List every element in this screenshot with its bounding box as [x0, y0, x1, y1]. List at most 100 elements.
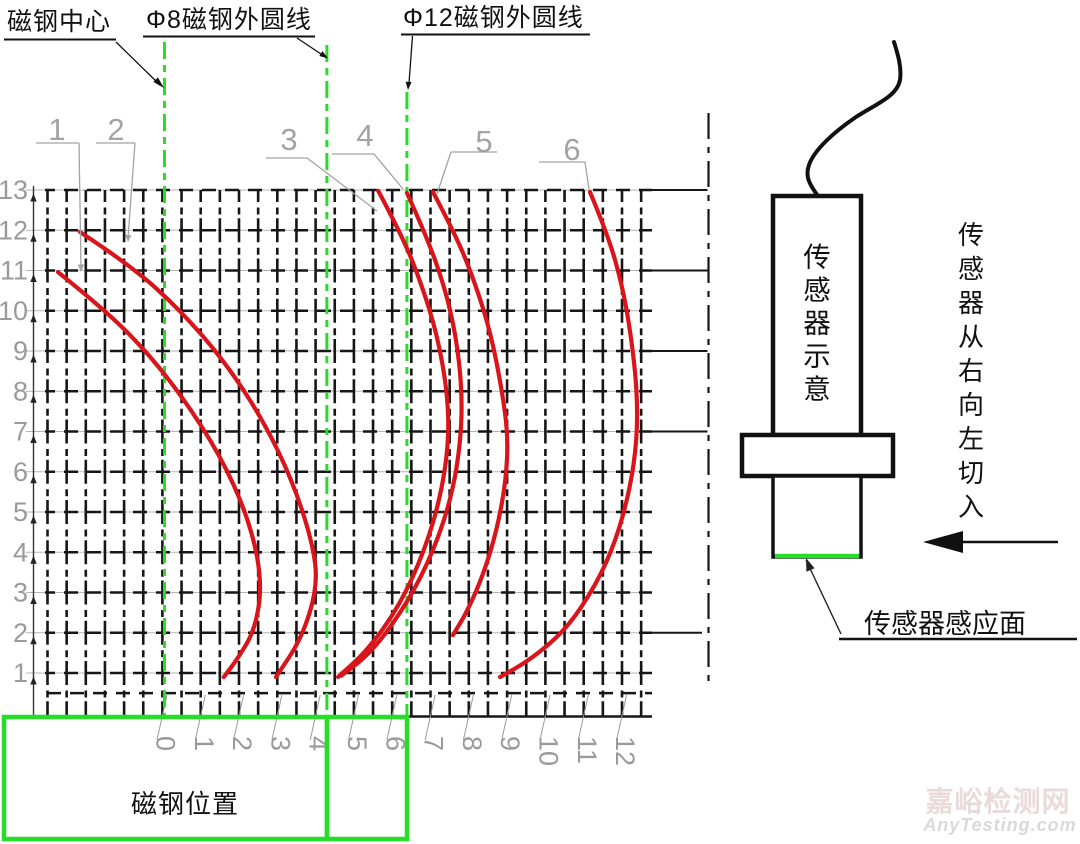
- magnet-box-small: [324, 714, 410, 842]
- up-arrow-icon: [30, 354, 37, 363]
- response-curve-3: [335, 188, 451, 680]
- vertical-char: 入: [958, 492, 984, 522]
- x-tick-label: 0: [151, 736, 181, 751]
- magnet-reference-lines: [162, 42, 409, 716]
- curve-label: 2: [107, 112, 124, 147]
- phi8-leader: [296, 37, 325, 57]
- y-tick-label: 13: [0, 175, 28, 205]
- magnet-center-label: 磁钢中心: [7, 8, 111, 36]
- phi12-leader: [408, 35, 414, 84]
- sensing-face-arrowhead-icon: [806, 558, 815, 572]
- up-arrow-icon: [30, 676, 37, 685]
- y-tick-label: 6: [13, 457, 28, 487]
- x-tick-label: 5: [342, 736, 372, 751]
- sensor-cable: [805, 40, 903, 198]
- curve-label-leader: [78, 142, 82, 269]
- magnet-center-arrowhead-icon: [153, 77, 164, 88]
- y-tick-label: 7: [13, 417, 28, 447]
- up-arrow-icon: [30, 475, 37, 484]
- x-tick-leader: [462, 694, 474, 741]
- x-tick-label: 12: [610, 736, 640, 766]
- x-tick-leader: [501, 694, 513, 741]
- curve-label-leader: [306, 157, 378, 212]
- header-labels: 磁钢中心 Φ8磁钢外圆线 Φ12磁钢外圆线: [4, 4, 590, 90]
- watermark-cn: 嘉峪检测网: [925, 785, 1070, 817]
- up-arrow-icon: [30, 193, 37, 202]
- x-tick-label: 10: [534, 736, 564, 766]
- up-arrow-icon: [30, 636, 37, 645]
- curve-label-leader: [127, 142, 136, 239]
- y-tick-label: 12: [0, 215, 28, 245]
- y-tick-label: 9: [13, 336, 28, 366]
- up-arrow-icon: [30, 596, 37, 604]
- y-tick-label: 8: [13, 376, 28, 406]
- y-tick-label: 4: [13, 537, 28, 567]
- watermark-en: AnyTesting.com: [922, 815, 1076, 835]
- up-arrow-icon: [30, 274, 37, 282]
- curve-label: 5: [475, 124, 492, 159]
- x-tick-label: 6: [380, 736, 410, 751]
- vertical-char: 切: [958, 458, 984, 488]
- up-arrow-icon: [30, 394, 37, 403]
- curve-label: 1: [48, 112, 65, 147]
- curve-label-leader: [436, 151, 452, 195]
- vertical-char: 感: [958, 254, 984, 284]
- watermark: 嘉峪检测网 AnyTesting.com: [922, 785, 1076, 835]
- vertical-char: 意: [803, 374, 831, 405]
- y-tick-label: 3: [13, 578, 28, 608]
- sensing-face-leader: [805, 559, 842, 635]
- vertical-char: 向: [958, 390, 984, 420]
- response-curves: [55, 188, 640, 680]
- x-tick-label: 1: [189, 736, 219, 751]
- x-tick-label: 3: [265, 736, 295, 751]
- x-tick-label: 9: [495, 736, 525, 751]
- phi8-label: Φ8磁钢外圆线: [146, 6, 312, 34]
- curve-label-arrowhead-icon: [124, 234, 132, 242]
- x-tick-label: 11: [572, 736, 602, 764]
- sensor-tip: [771, 474, 863, 559]
- up-arrow-icon: [30, 233, 37, 242]
- y-tick-label: 1: [13, 658, 28, 688]
- vertical-char: 传: [803, 242, 831, 273]
- x-tick-leader: [616, 694, 628, 741]
- vertical-char: 示: [803, 341, 831, 372]
- x-tick-leader: [539, 694, 551, 741]
- x-tick-label: 2: [227, 736, 257, 751]
- up-arrow-icon: [30, 555, 37, 564]
- sensing-face-label: 传感器感应面: [864, 609, 1026, 639]
- vertical-char: 器: [803, 308, 831, 339]
- cut-in-arrow-icon: [923, 531, 963, 553]
- curve-label: 6: [563, 132, 580, 167]
- vertical-char: 感: [803, 275, 831, 306]
- x-tick-label: 8: [457, 736, 487, 751]
- response-curve-6: [497, 189, 640, 680]
- response-curve-5: [430, 189, 510, 638]
- magnet-position-box: 磁钢位置: [1, 714, 410, 842]
- phi12-arrowhead-icon: [405, 81, 412, 90]
- x-tick-label: 7: [419, 736, 449, 751]
- curve-label-leader: [584, 161, 590, 190]
- curve-label-arrowhead-icon: [77, 264, 85, 272]
- curve-label: 4: [356, 118, 373, 153]
- grid: [26, 186, 708, 718]
- vertical-char: 左: [958, 424, 984, 454]
- sensor-body: [770, 193, 864, 438]
- response-curve-4: [338, 190, 464, 678]
- vertical-char: 器: [958, 288, 984, 318]
- y-tick-label: 11: [0, 256, 28, 286]
- y-tick-label: 5: [13, 497, 28, 527]
- magnet-center-leader: [115, 41, 161, 86]
- up-arrow-icon: [30, 314, 37, 323]
- y-tick-label: 2: [13, 618, 28, 648]
- phi12-label: Φ12磁钢外圆线: [403, 4, 584, 32]
- curve-label: 3: [280, 122, 297, 157]
- vertical-char: 右: [958, 356, 984, 386]
- up-arrow-icon: [30, 515, 37, 524]
- phi8-arrowhead-icon: [319, 51, 328, 59]
- response-curve-1: [55, 270, 263, 680]
